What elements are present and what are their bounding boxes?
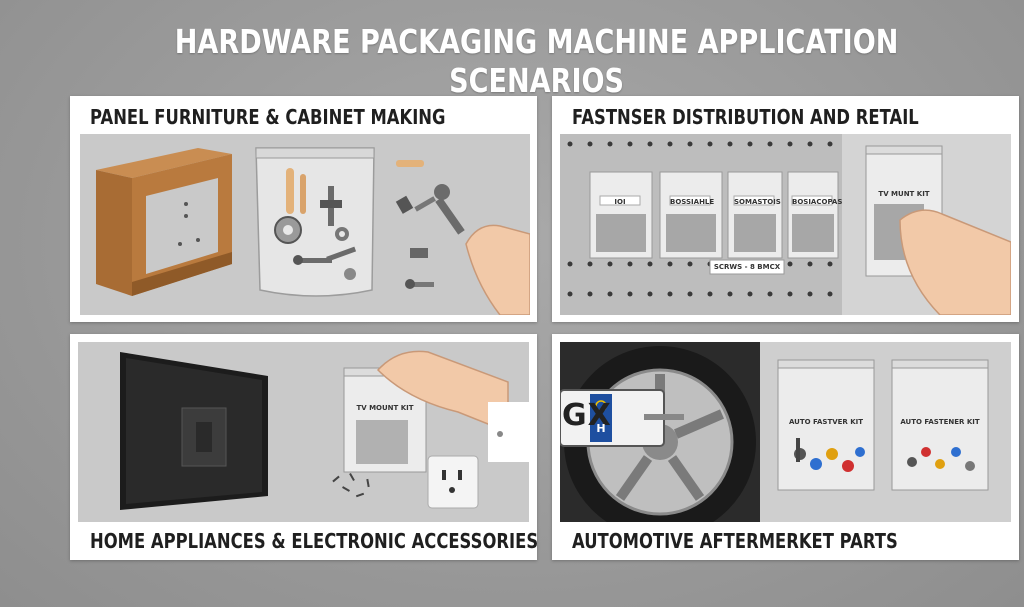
hand-icon xyxy=(376,350,509,434)
power-outlet-icon xyxy=(427,455,479,509)
panel-title: PANEL FURNITURE & CABINET MAKING xyxy=(90,105,446,129)
hand-icon xyxy=(465,224,530,315)
bag-label: AUTO FASTVER KIT xyxy=(788,418,864,426)
pegboard-illustration xyxy=(560,134,1011,315)
shelf-tag-label: SCRWS - 8 BMCX xyxy=(713,263,781,271)
panel-fastener: FASTNSER DISTRIBUTION AND RETAIL IOI BOS… xyxy=(552,96,1019,322)
panel-title: FASTNSER DISTRIBUTION AND RETAIL xyxy=(572,105,919,129)
scene-appliances: TV MOUNT KIT xyxy=(78,342,529,522)
bag-label: IOI xyxy=(614,198,626,206)
page-title: HARDWARE PACKAGING MACHINE APPLICATION S… xyxy=(174,22,899,100)
scene-furniture xyxy=(80,134,530,315)
bag-label: AUTO FASTENER KIT xyxy=(900,418,980,426)
hanging-bag-2 xyxy=(659,171,723,259)
bag-label: TV MOUNT KIT xyxy=(356,404,414,412)
bag-label: BOSSIAHLE xyxy=(670,198,715,206)
panel-appliances: TV MOUNT KIT HOME APPLIANCES & ELECTRONI… xyxy=(70,334,539,560)
cabinet-icon xyxy=(96,148,232,296)
plate-text: GX xyxy=(562,398,612,433)
bag-label: BOSIACOPAS xyxy=(792,198,843,206)
hand-icon xyxy=(899,209,1011,315)
panel-automotive: GX H AUTO FASTVER KIT AUTO FASTENER KIT … xyxy=(552,334,1019,560)
hanging-bag-3 xyxy=(727,171,783,259)
auto-kit-bag-2 xyxy=(891,359,989,491)
hardware-bag-icon xyxy=(255,147,375,297)
auto-kit-bag-1 xyxy=(777,359,875,491)
panel-title: AUTOMOTIVE AFTERMERKET PARTS xyxy=(572,529,898,553)
tv-icon xyxy=(120,352,268,510)
automotive-illustration xyxy=(560,342,1011,522)
shelf-tag xyxy=(709,259,785,275)
furniture-illustration xyxy=(96,147,530,315)
screw-icon xyxy=(644,414,684,420)
bag-label: TV MUNT KIT xyxy=(878,190,930,198)
panel-furniture: PANEL FURNITURE & CABINET MAKING xyxy=(70,96,537,322)
scene-automotive: GX H AUTO FASTVER KIT AUTO FASTENER KIT xyxy=(560,342,1011,522)
hanging-bag-4 xyxy=(787,171,839,259)
bag-label: SOMASTOIS xyxy=(734,198,781,206)
panel-title: HOME APPLIANCES & ELECTRONIC ACCESSORIES xyxy=(90,529,539,553)
scene-fastener: IOI BOSSIAHLE SOMASTOIS BOSIACOPAS SCRWS… xyxy=(560,134,1011,315)
hanging-bag-1 xyxy=(589,171,653,259)
plate-country: H xyxy=(596,422,606,435)
appliances-illustration xyxy=(120,350,529,510)
